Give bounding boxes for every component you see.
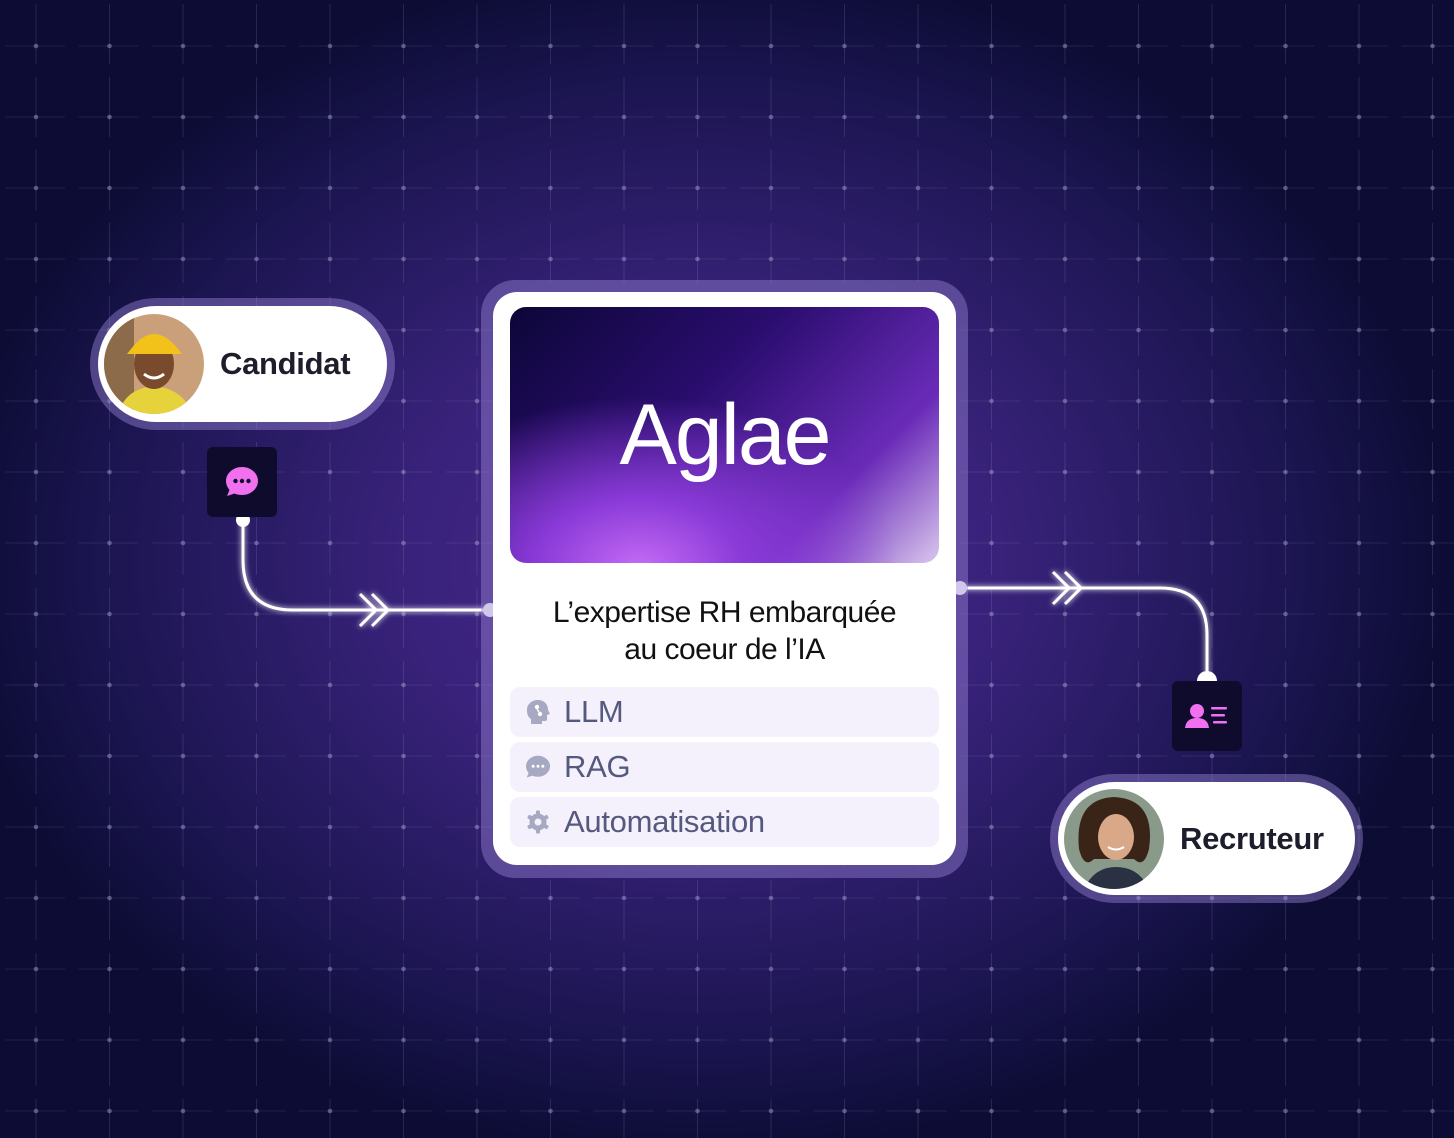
candidate-node[interactable]: Candidat	[98, 306, 387, 422]
chat-bubble-icon	[226, 467, 258, 496]
ai-head-icon	[525, 699, 551, 725]
brand-banner: Aglae	[510, 307, 939, 563]
feature-label: RAG	[564, 749, 631, 784]
tagline-line-2: au coeur de l’IA	[624, 633, 825, 666]
recruiter-avatar	[1064, 788, 1164, 889]
chat-bubble-icon	[525, 754, 551, 780]
tagline-line-1: L’expertise RH embarquée	[552, 596, 897, 629]
feature-label: LLM	[564, 694, 624, 729]
feature-label: Automatisation	[564, 804, 765, 839]
feature-llm: LLM	[510, 687, 939, 737]
gear-icon	[525, 809, 551, 835]
recruiter-node[interactable]: Recruteur	[1058, 782, 1355, 895]
candidate-label: Candidat	[220, 346, 351, 381]
recruiter-label: Recruteur	[1180, 820, 1324, 856]
candidate-avatar	[104, 314, 204, 414]
chevron-right-icon	[358, 592, 391, 628]
contact-card-icon	[1185, 704, 1227, 728]
feature-automatisation: Automatisation	[510, 797, 939, 847]
recruiter-profile-button[interactable]	[1172, 681, 1242, 751]
feature-rag: RAG	[510, 742, 939, 792]
brand-logo: Aglae	[619, 386, 832, 483]
connector-candidate-to-core	[241, 520, 490, 612]
core-card: Aglae L’expertise RH embarquée au coeur …	[493, 292, 956, 865]
candidate-chat-button[interactable]	[207, 447, 277, 517]
connector-core-to-recruiter	[960, 586, 1209, 676]
chevron-right-icon	[1051, 570, 1084, 606]
tagline: L’expertise RH embarquée au coeur de l’I…	[493, 594, 956, 668]
